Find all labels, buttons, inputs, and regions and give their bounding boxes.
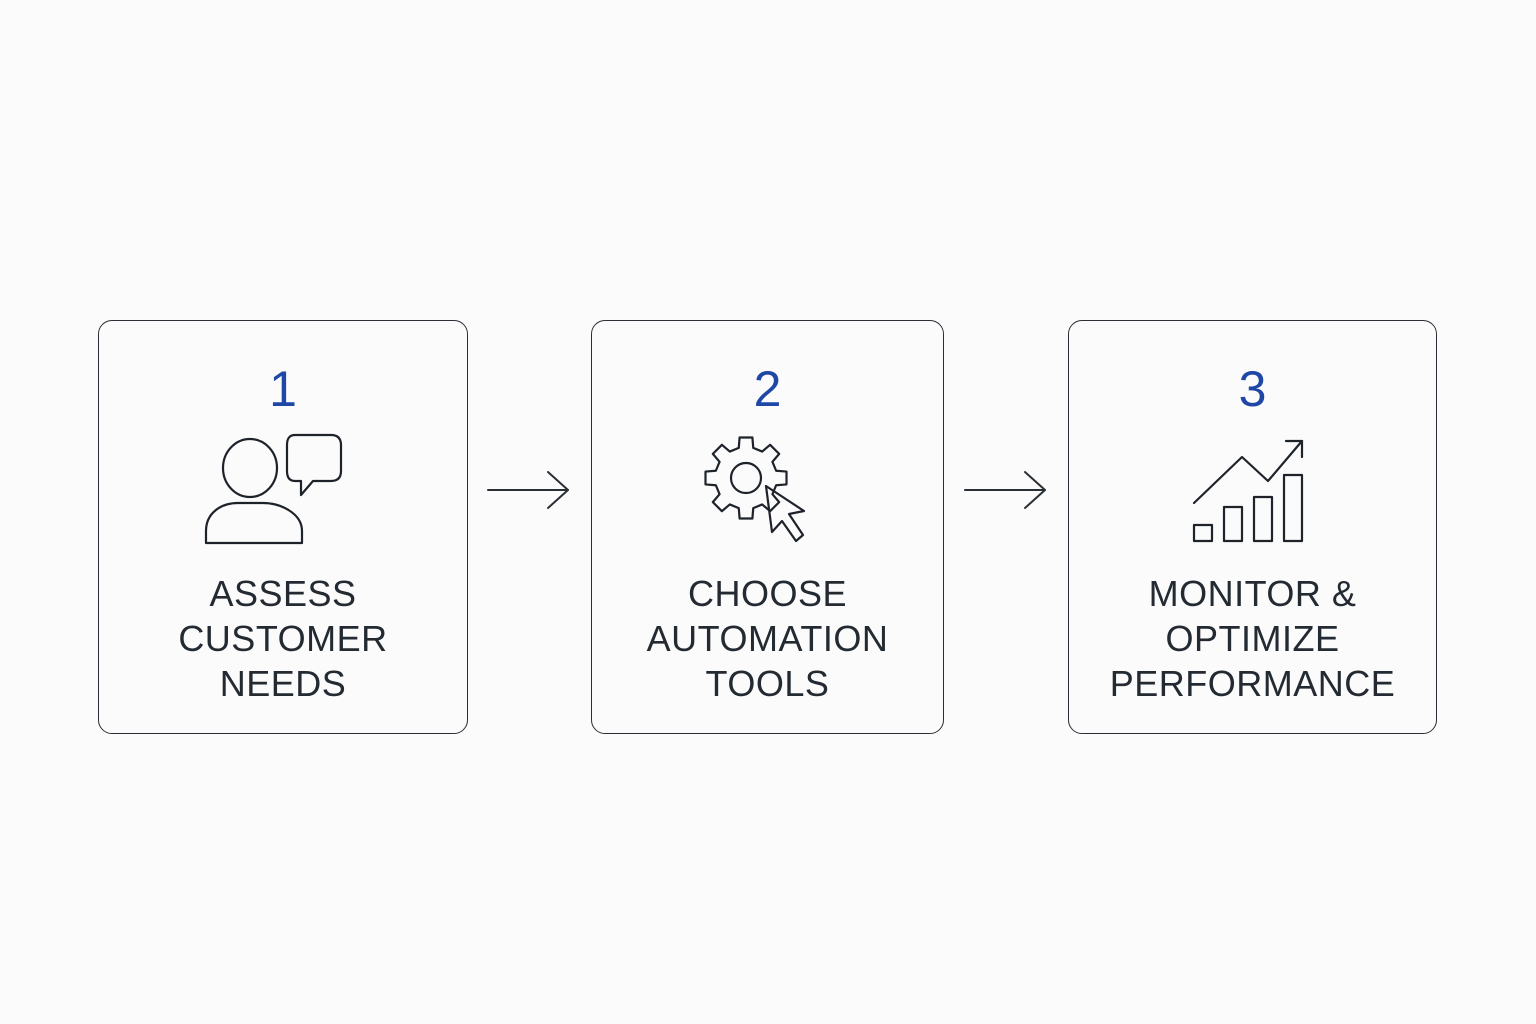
step-label-line: CUSTOMER [178,618,388,659]
step-label-line: CHOOSE [687,573,848,614]
step-card-monitor-optimize-performance: 3 MONITOR & OPTIMIZE PERFORMANCE [1068,320,1437,734]
step-label-line: NEEDS [219,663,347,704]
step-number: 3 [1238,361,1267,417]
person-speech-bubble-icon [99,433,467,547]
arrow-right-icon [487,471,569,509]
step-label-line: OPTIMIZE [1165,618,1340,659]
step-label-line: ASSESS [209,573,357,614]
step-label-line: TOOLS [705,663,830,704]
step-label: CHOOSE AUTOMATION TOOLS [592,571,943,706]
step-label-line: AUTOMATION [646,618,889,659]
step-number: 1 [269,361,297,417]
gear-cursor-icon [592,433,943,547]
step-label-line: MONITOR & [1148,573,1357,614]
step-card-choose-automation-tools: 2 CHOOSE AUTOMATION TOOLS [591,320,944,734]
step-number: 2 [753,361,782,417]
gear-icon [703,436,788,520]
step-card-assess-customer-needs: 1 ASSESS CUSTOMER NEEDS [98,320,468,734]
step-label: MONITOR & OPTIMIZE PERFORMANCE [1069,571,1436,706]
arrow-right-icon [964,471,1046,509]
step-label: ASSESS CUSTOMER NEEDS [99,571,467,706]
gear-outline [703,436,788,520]
growth-bar-chart-icon [1069,433,1436,547]
step-label-line: PERFORMANCE [1109,663,1396,704]
cursor-icon [764,484,805,543]
